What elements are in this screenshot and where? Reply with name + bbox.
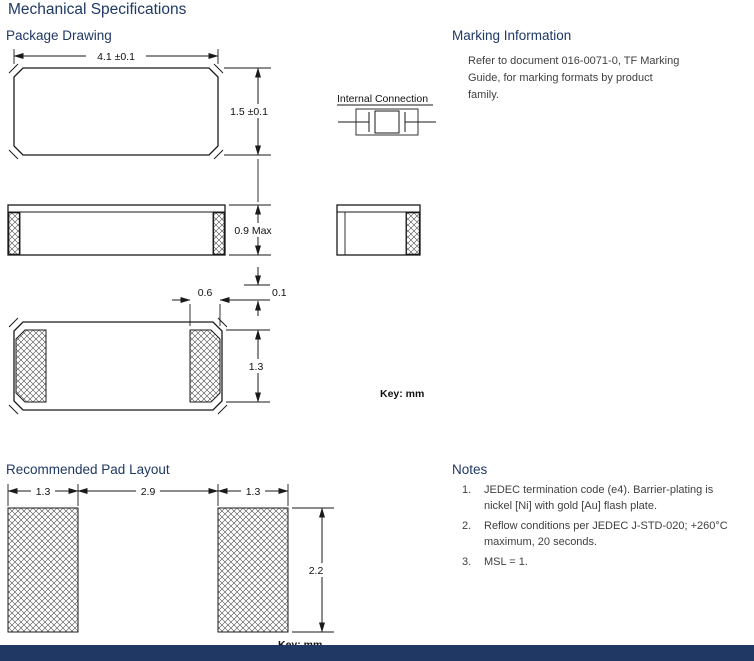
corner-tick xyxy=(8,317,19,328)
corner-tick xyxy=(213,63,224,74)
crystal-rect xyxy=(374,110,400,134)
note-item: 1. JEDEC termination code (e4). Barrier-… xyxy=(462,483,734,515)
dim-text-mask xyxy=(86,49,146,63)
note-number: 3. xyxy=(462,555,472,568)
top-view-outline xyxy=(13,67,219,156)
notes-list: 1. JEDEC termination code (e4). Barrier-… xyxy=(462,483,734,575)
side-view xyxy=(7,204,226,256)
dim-text-mask xyxy=(302,563,330,577)
notes-heading: Notes xyxy=(452,462,488,477)
dim-text-mask xyxy=(243,359,271,373)
left-pad xyxy=(15,329,47,403)
dimension-thickness: 0.9 Max xyxy=(229,159,276,256)
dim-width-text: 4.1 ±0.1 xyxy=(97,51,135,63)
corner-tick xyxy=(217,317,228,328)
right-pad xyxy=(189,329,221,403)
pad-layout-dimensions: 1.3 2.9 1.3 xyxy=(7,484,289,506)
dim-pad-length-text: 1.3 xyxy=(249,361,264,373)
bottom-view-outline xyxy=(13,321,223,411)
marking-information-heading: Marking Information xyxy=(452,28,572,43)
pad-layout-figure: 1.3 2.9 1.3 2.2 Key: mm xyxy=(7,484,334,651)
left-termination xyxy=(8,212,20,255)
note-item: 2. Reflow conditions per JEDEC J-STD-020… xyxy=(462,519,734,551)
dim-text-mask xyxy=(31,484,55,498)
internal-connection: Internal Connection xyxy=(337,93,436,136)
dim-pad-height-text: 2.2 xyxy=(309,565,324,577)
dim-standoff-text: 0.1 xyxy=(272,287,287,299)
crystal-symbol xyxy=(338,108,436,136)
key-units-label: Key: mm xyxy=(380,388,424,400)
dimension-pad-width: 0.6 xyxy=(172,287,270,326)
pad-layout-heading: Recommended Pad Layout xyxy=(6,462,170,477)
dim-text-mask xyxy=(226,104,273,118)
corner-tick xyxy=(213,149,224,160)
dimension-layout-pad-height: 2.2 xyxy=(292,507,334,633)
package-drawing-heading: Package Drawing xyxy=(6,28,112,43)
note-text: JEDEC termination code (e4). Barrier-pla… xyxy=(484,484,714,512)
bottom-view xyxy=(8,317,228,415)
note-item: 3. MSL = 1. xyxy=(462,555,734,571)
dim-text-mask xyxy=(230,223,276,237)
corner-tick xyxy=(217,404,228,415)
dim-center-text: 2.9 xyxy=(141,486,156,498)
corner-tick xyxy=(8,404,19,415)
dim-height-text: 1.5 ±0.1 xyxy=(230,106,268,118)
corner-tick xyxy=(8,63,19,74)
note-number: 2. xyxy=(462,519,472,532)
dim-right-pad-text: 1.3 xyxy=(246,486,261,498)
marking-information-body: Refer to document 016-0071-0, TF Marking… xyxy=(468,55,680,102)
dimension-width: 4.1 ±0.1 xyxy=(13,49,219,64)
dim-text-mask xyxy=(241,484,265,498)
side-view-outline xyxy=(7,204,226,256)
layout-right-pad xyxy=(217,507,289,633)
end-termination xyxy=(405,212,420,255)
dimension-pad-length: 1.3 xyxy=(226,329,271,403)
corner-tick xyxy=(8,149,19,160)
right-termination xyxy=(213,212,225,255)
package-drawing-figure: 4.1 ±0.1 1.5 ±0.1 Internal Connection xyxy=(7,49,436,415)
note-number: 1. xyxy=(462,484,472,496)
top-view xyxy=(8,63,224,160)
footer-bar xyxy=(0,645,754,661)
note-text: Reflow conditions per JEDEC J-STD-020; +… xyxy=(484,519,728,548)
dim-pad-width-text: 0.6 xyxy=(198,287,213,299)
dimension-height: 1.5 ±0.1 xyxy=(224,67,273,156)
dimension-standoff: 0.1 xyxy=(244,267,287,316)
dim-thickness-text: 0.9 Max xyxy=(234,225,272,237)
end-view xyxy=(336,204,421,256)
layout-left-pad xyxy=(7,507,79,633)
internal-connection-label: Internal Connection xyxy=(337,93,428,105)
note-text: MSL = 1. xyxy=(484,555,528,568)
dim-left-pad-text: 1.3 xyxy=(36,486,51,498)
page-title: Mechanical Specifications xyxy=(8,1,187,18)
dim-text-mask xyxy=(136,484,160,498)
